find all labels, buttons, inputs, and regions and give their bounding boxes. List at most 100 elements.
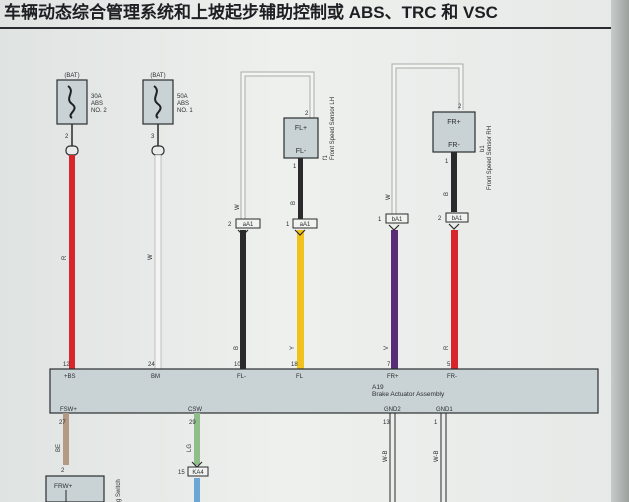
fuse-source-label: (BAT) xyxy=(150,73,165,79)
fuse1-pin: 2 xyxy=(65,134,69,140)
connector-ka4-pin: 15 xyxy=(178,470,185,476)
page-title: 车辆动态综合管理系统和上坡起步辅助控制或 ABS、TRC 和 VSC xyxy=(4,3,498,22)
sensor-lh-pin-bottom: 1 xyxy=(293,164,297,170)
wire-label: Y xyxy=(290,346,296,350)
pin-number: 1 xyxy=(434,420,438,426)
connector-bA1-pin1: bA1 1 xyxy=(378,213,409,231)
page-binding-edge xyxy=(611,0,629,502)
pin-label: FL- xyxy=(237,374,246,380)
connector-aA1-pin1: aA1 1 xyxy=(286,218,318,236)
module-brake-actuator xyxy=(49,368,599,414)
pin-number: 7 xyxy=(387,362,391,368)
wire-label: W xyxy=(235,204,241,210)
switch-side-text: g Switch xyxy=(116,479,122,502)
wire-rh-loop xyxy=(392,64,463,214)
pin-label: FL xyxy=(296,374,304,380)
wire-label: R xyxy=(444,345,450,350)
connector-chevron-icon xyxy=(237,229,249,236)
fuse-number: NO. 2 xyxy=(91,108,107,114)
wire-black-lh xyxy=(298,158,303,224)
pin-label: GND2 xyxy=(384,407,401,413)
sensor-rh-id: b1 xyxy=(480,145,486,152)
module-name: Brake Actuator Assembly xyxy=(372,391,445,398)
fuse-rating: 50A xyxy=(177,94,188,100)
sensor-lh-name: Front Speed Sensor LH xyxy=(330,97,336,160)
wire-label: B xyxy=(444,192,450,196)
fuse-box xyxy=(142,79,174,125)
pin-number: 12 xyxy=(63,362,70,368)
pin-number: 24 xyxy=(148,362,155,368)
wire-yellow-fl xyxy=(297,230,304,370)
pin-number: 27 xyxy=(59,420,66,426)
wire-black-rh xyxy=(451,152,457,212)
wire-label: B xyxy=(291,201,297,205)
lower-pin: 2 xyxy=(61,468,65,474)
pin-label: +BS xyxy=(64,374,76,380)
sensor-lh-id: f1 xyxy=(323,154,329,160)
pin-label: GND1 xyxy=(436,407,453,413)
wire-label: W-B xyxy=(383,450,389,462)
pin-number: 18 xyxy=(291,362,298,368)
sensor-rh-pin-top: 2 xyxy=(458,104,462,110)
wire-label: BE xyxy=(56,444,62,452)
sensor-lh-bottom: FL- xyxy=(296,148,307,155)
wire-label: W xyxy=(386,194,392,200)
pin-number: 5 xyxy=(447,362,451,368)
fuse1-connector xyxy=(65,145,79,156)
pin-label: FR- xyxy=(447,374,457,380)
wire-blue xyxy=(194,478,200,502)
fuse-abs-no1: (BAT) 50A ABS NO. 1 xyxy=(142,73,193,125)
sensor-lh-pin-top: 2 xyxy=(305,111,309,117)
sensor-rh-box xyxy=(432,111,476,153)
sensor-rh-pin-bottom: 1 xyxy=(445,159,449,165)
wire-lh-loop xyxy=(241,72,314,226)
svg-text:bA1: bA1 xyxy=(392,217,403,223)
fuse-abs-no2: (BAT) 30A ABS NO. 2 xyxy=(56,73,107,125)
wire-label: V xyxy=(384,346,390,350)
pin-label: FSW+ xyxy=(60,407,77,413)
svg-text:2: 2 xyxy=(228,222,232,228)
wire-label: W xyxy=(148,254,154,260)
fuse-source-label: (BAT) xyxy=(64,73,79,79)
wire-red-fr-minus xyxy=(451,230,458,370)
connector-aA1-pin2: aA1 2 xyxy=(228,218,261,236)
switch-box-label: FRW+ xyxy=(54,483,73,490)
connector-ka4 xyxy=(187,466,209,477)
fuse-name: ABS xyxy=(177,101,189,107)
wire-label: W-B xyxy=(434,450,440,462)
switch-box xyxy=(45,475,105,502)
pin-label: FR+ xyxy=(387,374,399,380)
wire-label: LG xyxy=(187,444,193,452)
wire-tan xyxy=(63,413,69,465)
sensor-lh-top: FL+ xyxy=(295,125,307,132)
sensor-rh-bottom: FR- xyxy=(448,142,460,149)
wire-black-fl-minus xyxy=(240,230,246,370)
svg-text:1: 1 xyxy=(286,222,290,228)
connector-chevron-icon xyxy=(388,224,400,231)
wire-green xyxy=(194,413,200,465)
connector-ka4-label: KA4 xyxy=(192,470,204,476)
svg-text:aA1: aA1 xyxy=(300,222,311,228)
fuse-icon xyxy=(67,85,76,119)
pin-number: 10 xyxy=(234,362,241,368)
fuse-number: NO. 1 xyxy=(177,108,193,114)
pin-label: CSW xyxy=(188,407,202,413)
svg-text:aA1: aA1 xyxy=(243,222,254,228)
sensor-rh-top: FR+ xyxy=(447,119,460,126)
svg-text:bA1: bA1 xyxy=(452,216,463,222)
pin-number: 29 xyxy=(189,420,196,426)
wire-label: B xyxy=(234,346,240,350)
fuse2-connector xyxy=(151,145,165,156)
wire-label: R xyxy=(62,255,68,260)
wire-violet-fr-plus xyxy=(391,230,398,370)
module-id: A19 xyxy=(372,384,384,391)
sensor-rh-name: Front Speed Sensor RH xyxy=(487,126,493,190)
title-rule xyxy=(0,27,629,29)
fuse-box xyxy=(56,79,88,125)
fuse-icon xyxy=(153,85,162,119)
wire-red-1 xyxy=(69,155,75,370)
fuse2-pin: 3 xyxy=(151,134,155,140)
svg-text:2: 2 xyxy=(438,216,442,222)
